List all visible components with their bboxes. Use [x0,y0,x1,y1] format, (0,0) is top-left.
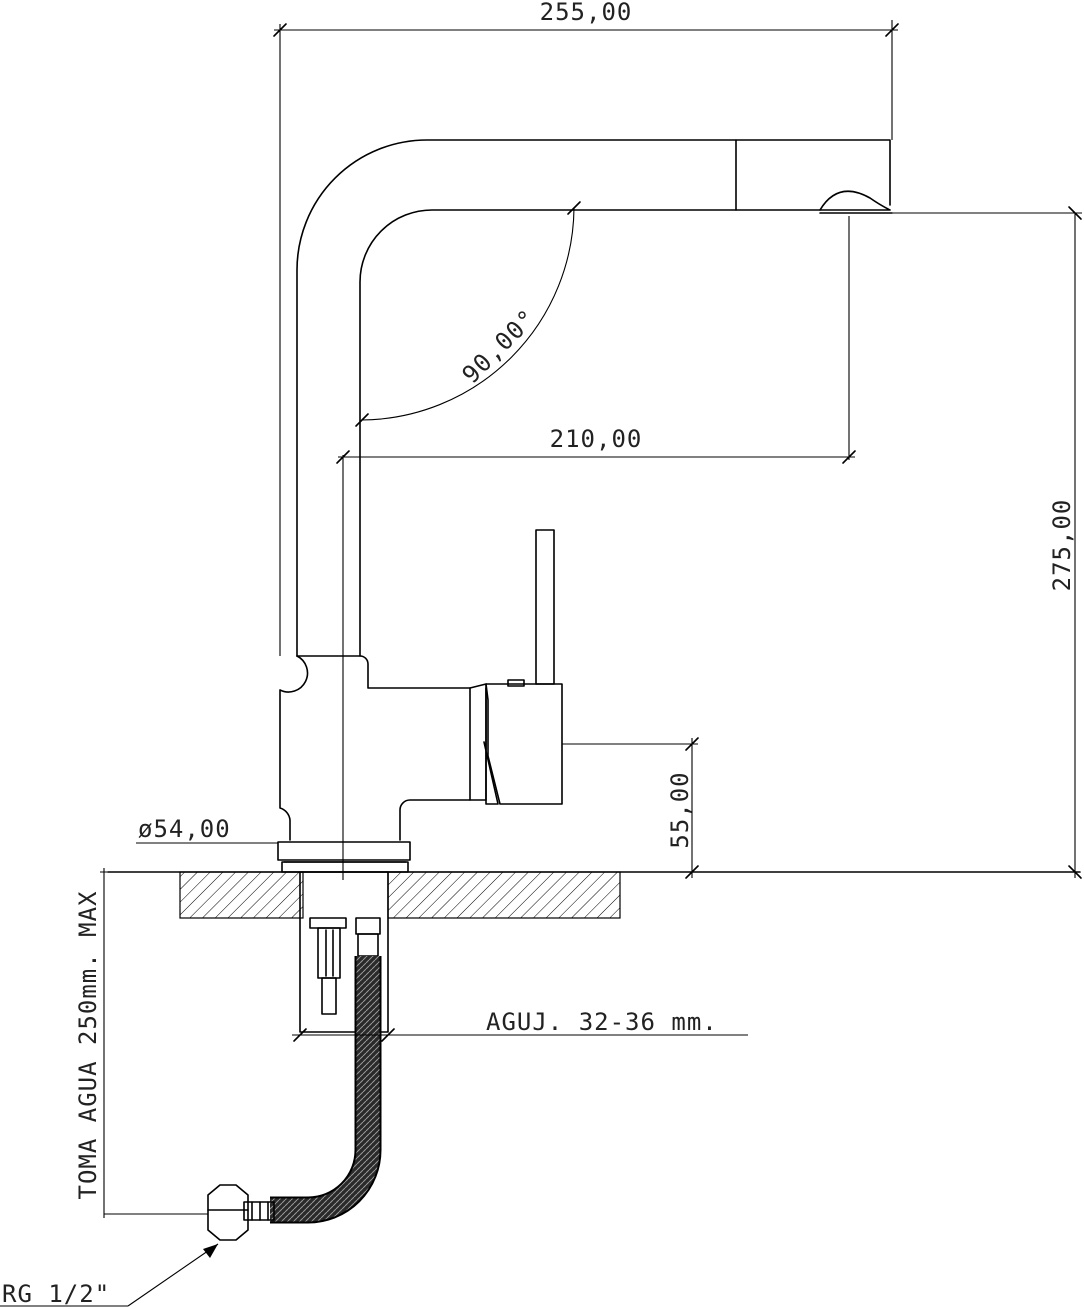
countertop-section [107,871,1081,919]
hole-size-label: AGUJ. 32-36 mm. [486,1008,718,1036]
braided-hose [270,956,382,1224]
hex-nut [207,1184,275,1241]
faucet-body [277,139,893,880]
dimension-hole: AGUJ. 32-36 mm. [292,1008,748,1042]
dimension-reach-label: 210,00 [550,425,643,453]
dimension-handle-55: 55,00 [562,737,699,879]
connection-label: RG 1/2" [2,1280,110,1308]
dimension-angle-90: 90,00° [355,201,581,427]
dimension-water-inlet: TOMA AGUA 250mm. MAX [74,868,208,1218]
dimension-height-275: 275,00 [892,206,1082,879]
dimension-reach-210: 210,00 [336,216,856,464]
dimension-angle-label: 90,00° [457,304,542,389]
water-inlet-label: TOMA AGUA 250mm. MAX [74,891,102,1200]
dimension-width-255: 255,00 [273,0,899,656]
base-diameter-label: ø54,00 [138,815,231,843]
connection-leader: RG 1/2" [0,1243,219,1308]
dimension-handle-label: 55,00 [666,771,694,848]
dimension-height-label: 275,00 [1048,499,1076,592]
dimension-base-diameter: ø54,00 [136,815,278,844]
under-counter-fittings [299,871,389,1033]
dimension-width-label: 255,00 [540,0,633,26]
